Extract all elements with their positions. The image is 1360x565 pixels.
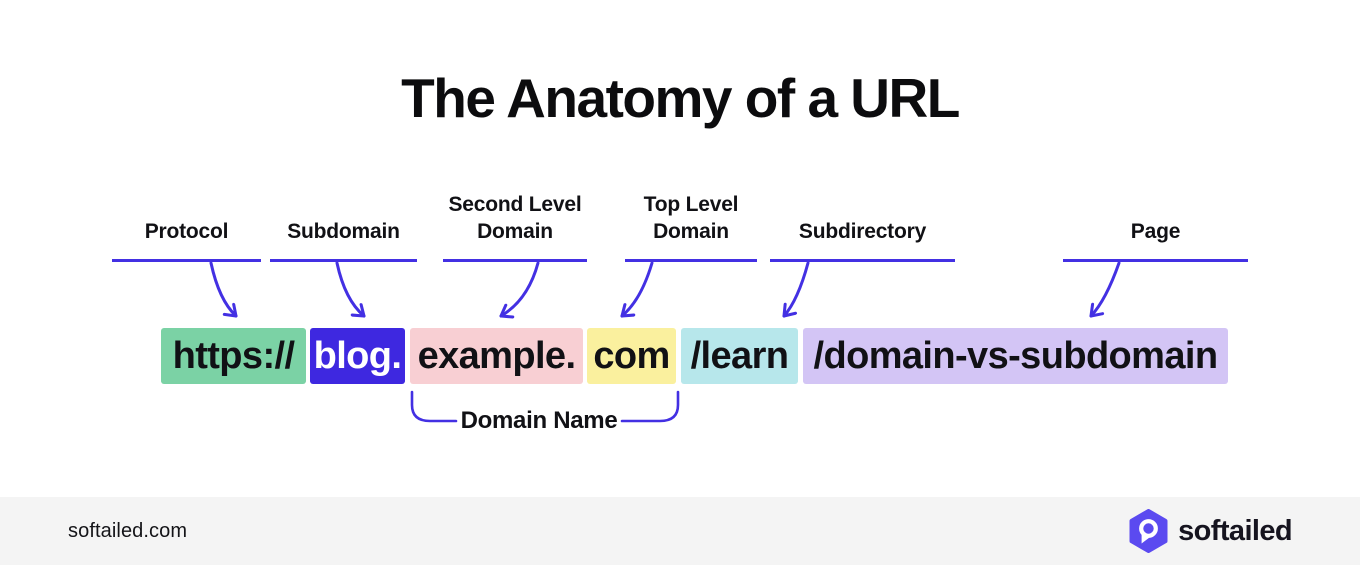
callout-page: Page xyxy=(1063,188,1248,262)
callout-label: Subdomain xyxy=(287,220,400,244)
callout-label: Protocol xyxy=(144,220,229,244)
callout-subdomain: Subdomain xyxy=(270,188,417,262)
url-segment-protocol: https:// xyxy=(161,328,306,384)
callout-label: Top Level Domain xyxy=(643,193,739,244)
callout-label: Page xyxy=(1130,220,1181,244)
arrow-subdirectory xyxy=(784,261,810,316)
arrow-protocol xyxy=(209,261,236,316)
arrow-second-level-domain xyxy=(501,261,540,316)
domain-name-label: Domain Name xyxy=(460,407,618,434)
softailed-hexagon-icon xyxy=(1129,509,1168,553)
brand-logo: softailed xyxy=(1128,509,1293,553)
callout-protocol: Protocol xyxy=(112,188,261,262)
url-anatomy-diagram: The Anatomy of a URL xyxy=(112,67,1248,434)
arrow-top-level-domain xyxy=(622,261,654,316)
arrow-subdomain xyxy=(335,261,364,316)
url-segment-subdomain: blog. xyxy=(310,328,405,384)
brand-name: softailed xyxy=(1178,514,1292,547)
page-title: The Anatomy of a URL xyxy=(401,67,960,129)
url-segment-top-level-domain: com xyxy=(587,328,676,384)
callout-subdirectory: Subdirectory xyxy=(770,188,955,262)
footer-bar: softailed.com softailed xyxy=(0,497,1360,565)
url-segment-subdirectory: /learn xyxy=(681,328,798,384)
callout-second-level-domain: Second Level Domain xyxy=(443,188,587,262)
url-segment-second-level-domain: example. xyxy=(410,328,583,384)
arrow-page xyxy=(1091,261,1121,316)
callout-label: Second Level Domain xyxy=(448,193,582,244)
callout-top-level-domain: Top Level Domain xyxy=(625,188,757,262)
callout-label: Subdirectory xyxy=(798,220,927,244)
url-segment-page: /domain-vs-subdomain xyxy=(803,328,1228,384)
footer-site-url: softailed.com xyxy=(68,519,188,542)
